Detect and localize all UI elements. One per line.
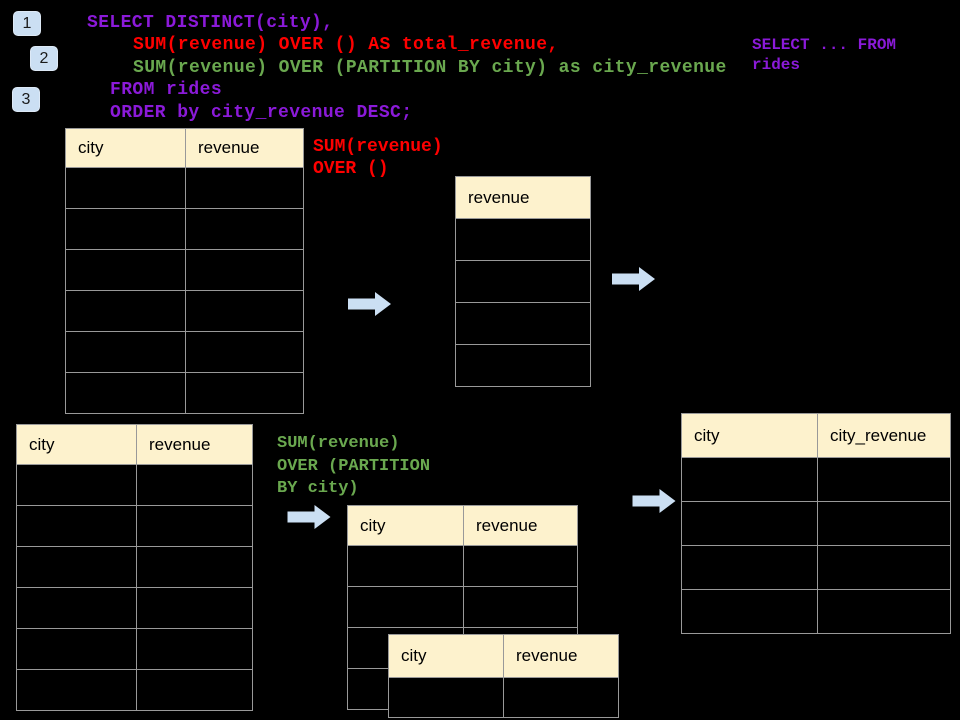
- annotation-line: OVER (): [313, 159, 389, 179]
- empty-table-cell: [455, 218, 591, 261]
- right-arrow-icon: [612, 267, 655, 291]
- empty-table-cell: [455, 302, 591, 345]
- empty-table-cell: [16, 587, 137, 629]
- annotation-line: SUM(revenue): [277, 434, 400, 453]
- empty-table-cell: [185, 249, 304, 291]
- empty-table-cell: [817, 589, 951, 634]
- sql-code-line: FROM rides: [110, 80, 223, 101]
- sql-query-code: SELECT DISTINCT(city),SUM(revenue) OVER …: [87, 12, 727, 124]
- empty-table-cell: [185, 290, 304, 332]
- column-header: city_revenue: [817, 413, 951, 458]
- empty-table-cell: [136, 505, 253, 547]
- column-header: city: [388, 634, 504, 678]
- empty-table-cell: [16, 669, 137, 711]
- sql-code-line: ORDER by city_revenue DESC;: [110, 102, 413, 123]
- empty-table-cell: [185, 208, 304, 250]
- right-arrow-icon: [287, 505, 331, 529]
- column-header: revenue: [455, 176, 591, 219]
- empty-table-cell: [681, 545, 818, 590]
- total-revenue-annotation: SUM(revenue)OVER (): [313, 136, 443, 180]
- empty-table-cell: [136, 546, 253, 588]
- empty-table-cell: [347, 586, 464, 628]
- empty-table-cell: [136, 669, 253, 711]
- partition-by-city-annotation: SUM(revenue) OVER (PARTITION BY city): [277, 433, 430, 501]
- side-code-line: SELECT ... FROM: [752, 36, 897, 54]
- empty-table-cell: [136, 587, 253, 629]
- column-header: city: [347, 505, 464, 546]
- sql-code-line: SUM(revenue) OVER (PARTITION BY city) as…: [133, 57, 727, 78]
- annotation-line: SUM(revenue): [313, 137, 443, 157]
- column-header: revenue: [503, 634, 619, 678]
- step-badge-3: 3: [12, 87, 40, 112]
- empty-table-cell: [817, 501, 951, 546]
- side-code-line: rides: [752, 56, 801, 74]
- empty-table-cell: [817, 457, 951, 502]
- right-arrow-icon: [632, 489, 676, 513]
- sql-code-line: SELECT DISTINCT(city),: [87, 13, 334, 33]
- empty-table-cell: [455, 344, 591, 387]
- annotation-line: OVER (PARTITION: [277, 456, 431, 476]
- empty-table-cell: [65, 290, 186, 332]
- empty-table-cell: [136, 628, 253, 670]
- column-header: revenue: [463, 505, 578, 546]
- column-header: revenue: [185, 128, 304, 168]
- empty-table-cell: [681, 589, 818, 634]
- empty-table-cell: [185, 331, 304, 373]
- empty-table-cell: [136, 464, 253, 506]
- empty-table-cell: [185, 372, 304, 414]
- empty-table-cell: [16, 464, 137, 506]
- step-badge-1: 1: [13, 11, 41, 36]
- annotation-line: BY city): [277, 479, 359, 498]
- column-header: city: [65, 128, 186, 168]
- select-from-rides-snippet: SELECT ... FROM rides: [752, 35, 896, 75]
- empty-table-cell: [65, 167, 186, 209]
- empty-table-cell: [16, 546, 137, 588]
- step-badge-2: 2: [30, 46, 58, 71]
- column-header: city: [16, 424, 137, 465]
- empty-table-cell: [65, 372, 186, 414]
- total-revenue-window-table: revenue: [455, 176, 591, 387]
- empty-table-cell: [347, 545, 464, 587]
- right-arrow-icon: [348, 292, 391, 316]
- empty-table-cell: [185, 167, 304, 209]
- empty-table-cell: [817, 545, 951, 590]
- empty-table-cell: [463, 586, 578, 628]
- empty-table-cell: [16, 505, 137, 547]
- sql-code-line: SUM(revenue) OVER () AS total_revenue,: [133, 35, 559, 56]
- empty-table-cell: [455, 260, 591, 303]
- empty-table-cell: [463, 545, 578, 587]
- empty-table-cell: [681, 501, 818, 546]
- empty-table-cell: [681, 457, 818, 502]
- empty-table-cell: [65, 331, 186, 373]
- column-header: revenue: [136, 424, 253, 465]
- empty-table-cell: [65, 249, 186, 291]
- column-header: city: [681, 413, 818, 458]
- empty-table-cell: [388, 677, 504, 718]
- empty-table-cell: [65, 208, 186, 250]
- empty-table-cell: [16, 628, 137, 670]
- empty-table-cell: [503, 677, 619, 718]
